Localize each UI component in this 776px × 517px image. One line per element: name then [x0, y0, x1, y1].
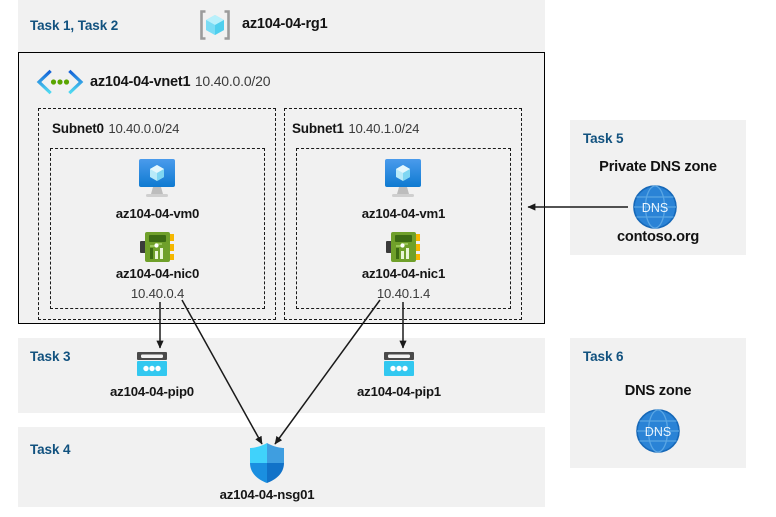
nic0-name: az104-04-nic0	[115, 266, 200, 281]
task1-task2-panel	[18, 0, 545, 52]
network-security-group-icon	[247, 441, 287, 485]
public-ip-address-icon	[381, 350, 417, 380]
task3-panel	[18, 338, 545, 413]
vnet-name: az104-04-vnet1	[90, 74, 191, 90]
subnet1-title: Subnet1 10.40.1.0/24	[292, 120, 419, 138]
task5-label: Task 5	[583, 131, 624, 146]
resource-group-icon	[198, 8, 232, 42]
svg-text:DNS: DNS	[642, 201, 668, 215]
vnet-title: az104-04-vnet1 10.40.0.0/20	[90, 73, 270, 91]
dns-zone-icon: DNS	[631, 183, 679, 231]
pip0-name: az104-04-pip0	[110, 384, 194, 399]
nsg-name: az104-04-nsg01	[219, 487, 315, 502]
public-ip-address-icon	[134, 350, 170, 380]
vm1-name: az104-04-vm1	[361, 206, 446, 221]
resource-group-name: az104-04-rg1	[242, 16, 328, 32]
subnet1-cidr: 10.40.1.0/24	[348, 121, 420, 136]
network-interface-icon	[138, 230, 176, 264]
virtual-machine-icon	[377, 157, 429, 201]
subnet1-name: Subnet1	[292, 121, 344, 136]
svg-text:DNS: DNS	[645, 425, 671, 439]
task3-label: Task 3	[30, 349, 71, 364]
private-dns-zone-heading: Private DNS zone	[599, 159, 717, 175]
virtual-machine-icon	[131, 157, 183, 201]
network-interface-icon	[384, 230, 422, 264]
task1-task2-label: Task 1, Task 2	[30, 18, 119, 33]
vnet-cidr: 10.40.0.0/20	[194, 73, 271, 89]
vm0-name: az104-04-vm0	[115, 206, 200, 221]
nic0-ip: 10.40.0.4	[130, 286, 185, 301]
subnet0-cidr: 10.40.0.0/24	[108, 121, 180, 136]
nic1-ip: 10.40.1.4	[376, 286, 431, 301]
task4-label: Task 4	[30, 442, 71, 457]
nic1-name: az104-04-nic1	[361, 266, 446, 281]
virtual-network-icon	[36, 69, 84, 95]
dns-zone-heading: DNS zone	[624, 383, 692, 399]
pip1-name: az104-04-pip1	[357, 384, 441, 399]
subnet0-title: Subnet0 10.40.0.0/24	[52, 120, 179, 138]
dns-zone-icon: DNS	[634, 407, 682, 455]
private-dns-zone-name: contoso.org	[616, 229, 700, 245]
subnet0-name: Subnet0	[52, 121, 104, 136]
task6-label: Task 6	[583, 349, 624, 364]
